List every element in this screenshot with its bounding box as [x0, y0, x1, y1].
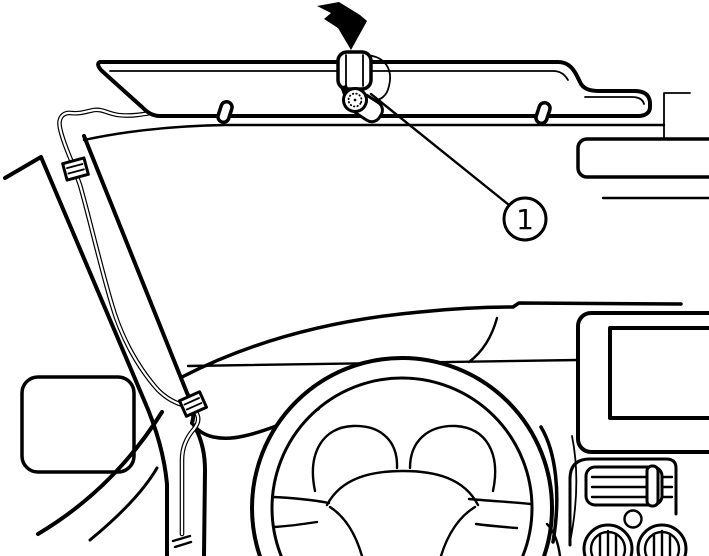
- microphone-harness: [57, 106, 209, 549]
- harness-clip: [177, 390, 209, 418]
- microphone-clip: [336, 50, 373, 91]
- visor-hook: [534, 100, 552, 126]
- callout-leader-line: [369, 92, 511, 207]
- air-vent: [584, 465, 664, 507]
- attention-arrow-icon: [317, 2, 367, 50]
- microphone-assembly: [336, 50, 391, 124]
- side-mirror: [20, 375, 136, 474]
- vent-divider: [645, 464, 660, 508]
- hvac-knob: [582, 523, 634, 556]
- hvac-knob: [636, 523, 688, 556]
- headliner-trim: [82, 92, 709, 200]
- sun-visor: [96, 60, 652, 126]
- microphone: [342, 87, 384, 124]
- callout-1-label: 1: [516, 203, 534, 236]
- visor-hook: [216, 99, 234, 125]
- callout-1: 1: [369, 92, 548, 242]
- steering-wheel: [250, 356, 554, 556]
- hvac-button: [623, 509, 643, 529]
- center-display: [576, 311, 709, 454]
- climate-controls: [545, 457, 688, 556]
- harness-clip: [61, 156, 90, 182]
- display-screen: [608, 326, 709, 420]
- harness-connector: [171, 534, 193, 549]
- callout-1-badge: [502, 196, 548, 242]
